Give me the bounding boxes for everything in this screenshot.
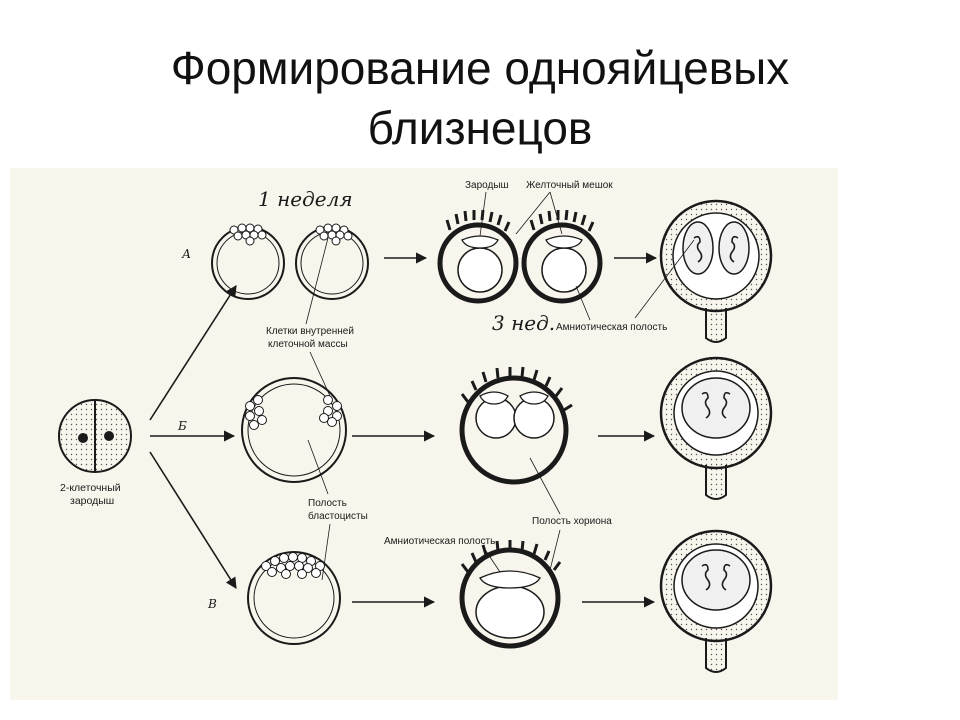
amniotic-cavity-top-label: Амниотическая полость: [556, 322, 667, 333]
amnio-top-pointer-2: [634, 239, 695, 319]
embryo-pointer: [479, 191, 487, 237]
title-line-2: близнецов: [367, 102, 593, 154]
arrow-to-row-a: [149, 285, 237, 421]
yolk-sac-pointer-1: [515, 191, 551, 235]
icm-label-2: клеточной массы: [268, 339, 348, 350]
chorion-cavity-label: Полость хориона: [532, 516, 612, 527]
row-b-label: Б: [177, 419, 187, 433]
embryo-label: Зародыш: [465, 180, 509, 191]
week-1-note: 1 неделя: [258, 187, 353, 211]
twins-diagram: 2-клеточный зародыш А Б В 1 неделя: [10, 168, 838, 700]
yolk-sac-pointer-2: [549, 191, 563, 235]
title-line-1: Формирование однояйцевых: [170, 42, 790, 94]
row-a-final-twins: [659, 199, 773, 343]
row-b-blastocyst: [241, 377, 347, 483]
chorion-pointer-1: [529, 457, 561, 515]
slide-title: Формирование однояйцевых близнецов: [0, 38, 960, 158]
yolk-sac-label: Желточный мешок: [526, 180, 613, 191]
amnio-bottom-pointer: [483, 547, 501, 573]
icm-label-1: Клетки внутренней: [266, 326, 354, 337]
blastocyst-pointer-2: [321, 523, 331, 581]
chorion-pointer-2: [549, 529, 561, 571]
blastocyst-pointer-1: [307, 439, 329, 495]
amnio-top-pointer-1: [575, 285, 591, 321]
row-a-blastocyst-right: [295, 223, 369, 300]
two-cell-embryo: [58, 399, 132, 473]
week-3-note: 3 нед.: [492, 311, 555, 335]
row-v-label: В: [207, 597, 217, 611]
row-a-blastocyst-left: [211, 223, 285, 300]
blastocyst-label-1: Полость: [308, 498, 347, 509]
row-v-blastocyst: [247, 551, 341, 645]
arrow-to-row-v: [149, 451, 237, 589]
row-a-label: А: [181, 247, 191, 261]
icm-pointer-1: [305, 237, 329, 325]
row-a-implant-right: [521, 209, 603, 304]
blastocyst-label-2: бластоцисты: [308, 510, 368, 522]
two-cell-label-1: 2-клеточный: [60, 482, 121, 494]
row-b-implant: [459, 366, 573, 485]
row-b-final-twins: [659, 356, 773, 500]
diagram-svg: 2-клеточный зародыш А Б В 1 неделя: [58, 180, 773, 673]
row-a-implant-left: [437, 209, 519, 304]
two-cell-label-2: зародыш: [70, 495, 114, 507]
amniotic-cavity-bottom-label: Амниотическая полость: [384, 536, 495, 547]
row-v-final-twins: [659, 529, 773, 673]
row-v-implant: [459, 540, 562, 649]
